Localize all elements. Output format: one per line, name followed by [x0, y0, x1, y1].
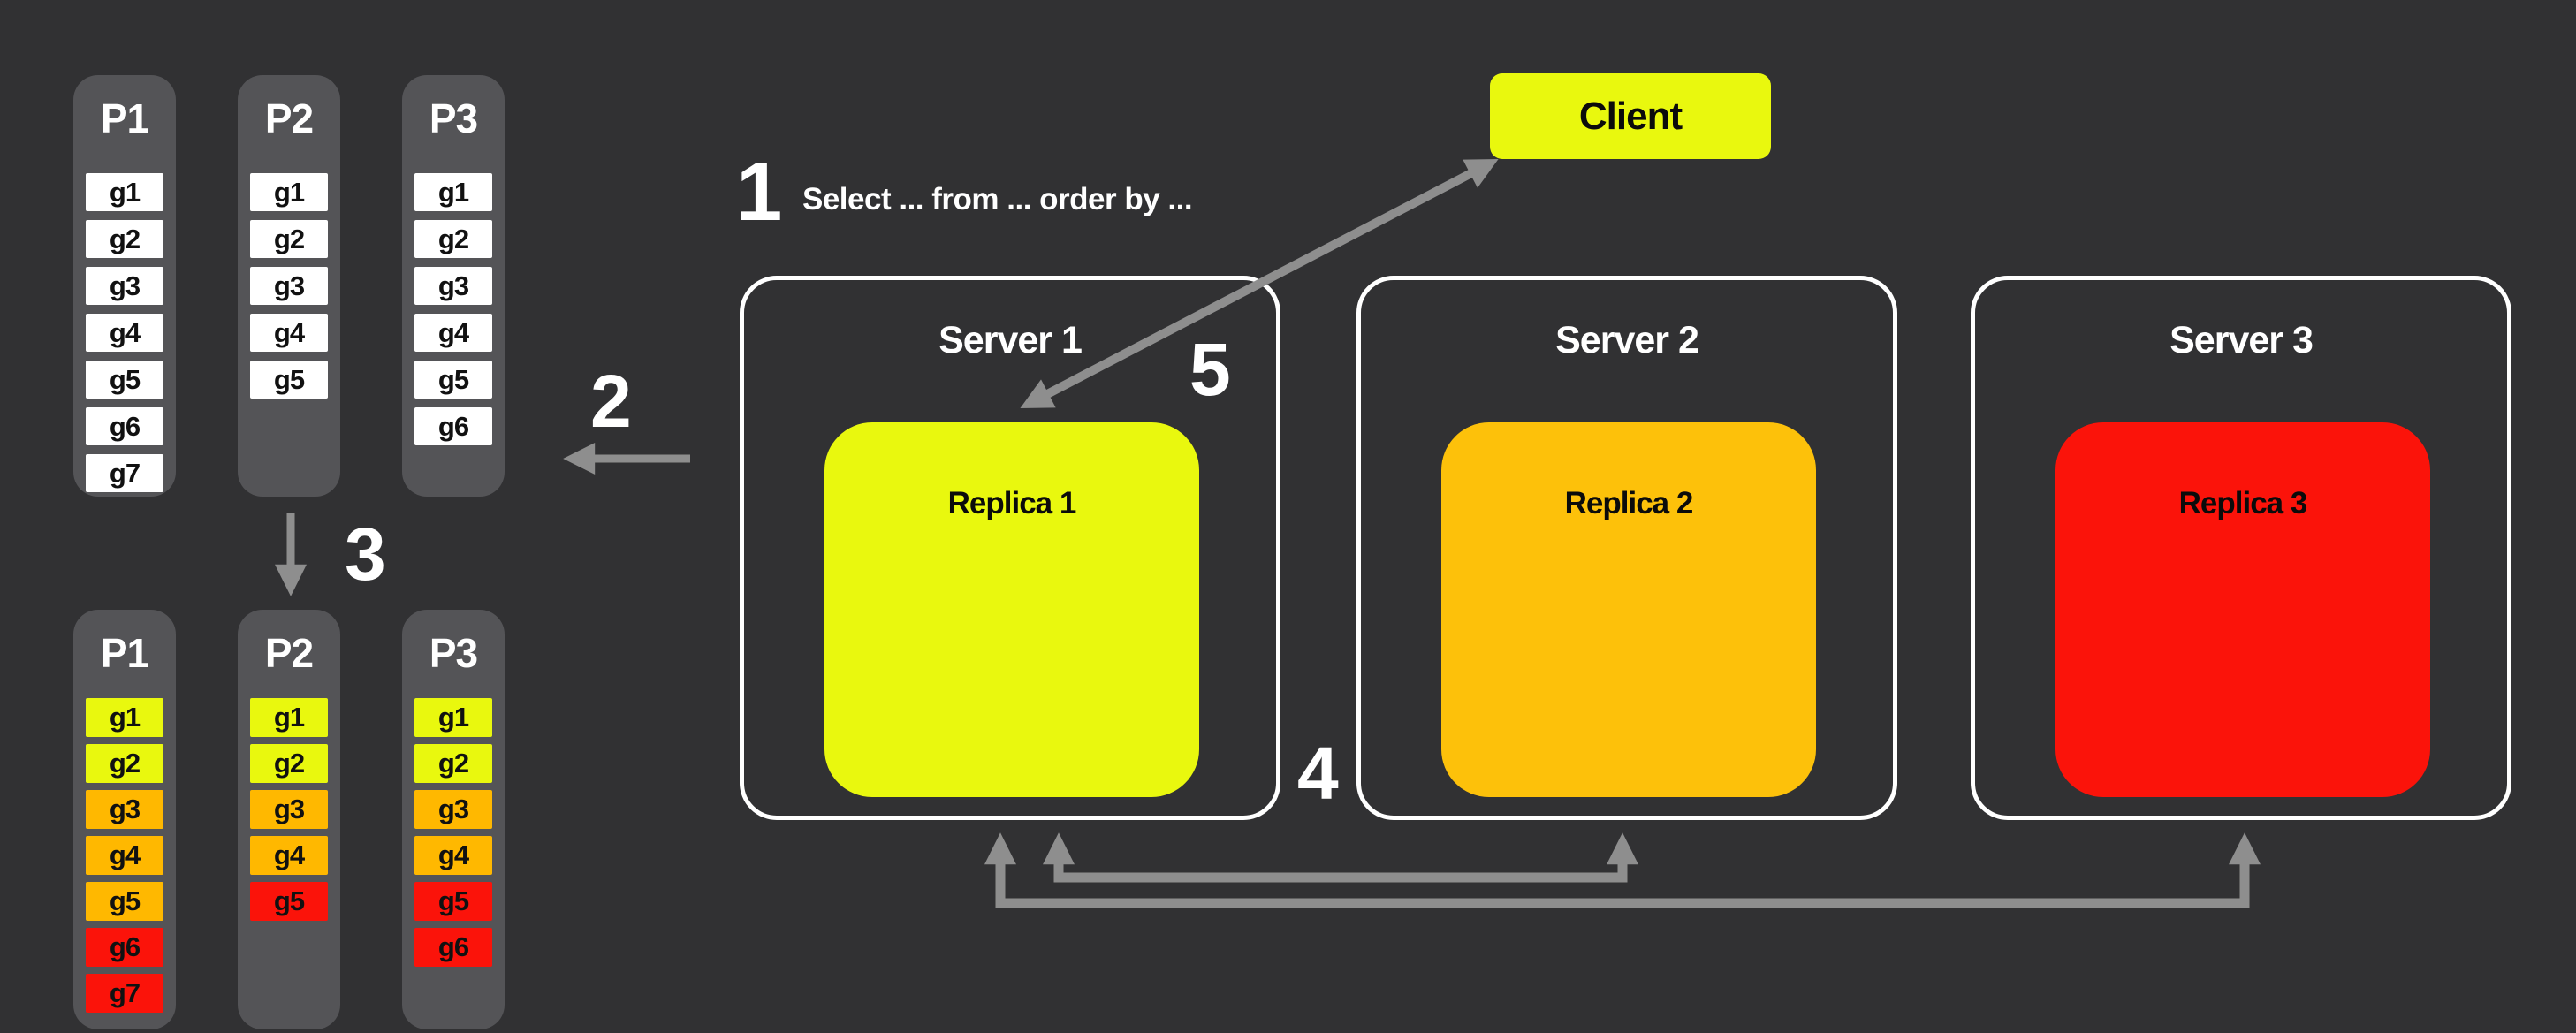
group-box: g5 [250, 361, 328, 399]
group-box: g3 [250, 267, 328, 305]
group-box: g1 [250, 698, 328, 737]
group-box: g1 [86, 698, 163, 737]
server-label: Server 2 [1555, 319, 1699, 361]
group-box: g4 [414, 836, 492, 875]
group-box: g6 [414, 407, 492, 445]
group-box: g4 [86, 836, 163, 875]
group-box: g4 [414, 314, 492, 352]
group-box: g2 [250, 220, 328, 258]
group-box: g3 [414, 267, 492, 305]
group-box: g2 [86, 744, 163, 783]
server-2-box: Server 2 Replica 2 [1356, 276, 1897, 820]
group-box: g2 [86, 220, 163, 258]
partition-title: P2 [264, 95, 314, 141]
group-box: g4 [250, 836, 328, 875]
group-box: g2 [414, 220, 492, 258]
group-box: g1 [414, 698, 492, 737]
group-box: g1 [250, 173, 328, 211]
partition-column-bottom-p3: P3 g1 g2 g3 g4 g5 g6 [402, 610, 505, 1029]
group-box: g5 [86, 361, 163, 399]
partition-column-top-p3: P3 g1 g2 g3 g4 g5 g6 [402, 75, 505, 497]
query-text: Select ... from ... order by ... [802, 182, 1193, 216]
group-box: g4 [250, 314, 328, 352]
group-box: g3 [250, 790, 328, 829]
group-box: g5 [414, 361, 492, 399]
partition-title: P2 [264, 630, 314, 676]
replica-label: Replica 3 [2178, 486, 2308, 520]
group-box: g3 [86, 267, 163, 305]
group-box: g3 [414, 790, 492, 829]
partition-title: P1 [100, 95, 149, 141]
group-box: g1 [414, 173, 492, 211]
arrow-replication-server1-server2 [1043, 832, 1638, 883]
group-box: g6 [414, 928, 492, 967]
step-4-label: 4 [1297, 732, 1339, 815]
step-3-label: 3 [345, 513, 386, 596]
partition-title: P3 [429, 95, 478, 141]
group-box: g5 [86, 882, 163, 921]
replica-label: Replica 2 [1564, 486, 1694, 520]
partition-column-top-p2: P2 g1 g2 g3 g4 g5 [238, 75, 340, 497]
server-label: Server 3 [2169, 319, 2314, 361]
partition-title: P1 [100, 630, 149, 676]
group-box: g6 [86, 407, 163, 445]
group-box: g7 [86, 974, 163, 1013]
partition-column-bottom-p2: P2 g1 g2 g3 g4 g5 [238, 610, 340, 1029]
partition-title: P3 [429, 630, 478, 676]
step-5-label: 5 [1189, 328, 1231, 411]
partition-column-bottom-p1: P1 g1 g2 g3 g4 g5 g6 g7 [73, 610, 176, 1029]
step-1-label: 1 [736, 145, 782, 238]
group-box: g2 [250, 744, 328, 783]
arrow-replication-server1-server3 [984, 832, 2261, 908]
server-1-box: Server 1 Replica 1 [740, 276, 1280, 820]
step-2-label: 2 [590, 360, 632, 443]
server-3-box: Server 3 Replica 3 [1971, 276, 2511, 820]
group-box: g2 [414, 744, 492, 783]
group-box: g4 [86, 314, 163, 352]
client-box: Client [1490, 73, 1771, 159]
replica-label: Replica 1 [947, 486, 1077, 520]
replica-box: Replica 3 [2055, 422, 2430, 797]
group-box: g7 [86, 454, 163, 492]
group-box: g3 [86, 790, 163, 829]
replica-box: Replica 2 [1441, 422, 1816, 797]
group-box: g6 [86, 928, 163, 967]
group-box: g1 [86, 173, 163, 211]
partition-column-top-p1: P1 g1 g2 g3 g4 g5 g6 g7 [73, 75, 176, 497]
replica-box: Replica 1 [824, 422, 1199, 797]
group-box: g5 [414, 882, 492, 921]
group-box: g5 [250, 882, 328, 921]
